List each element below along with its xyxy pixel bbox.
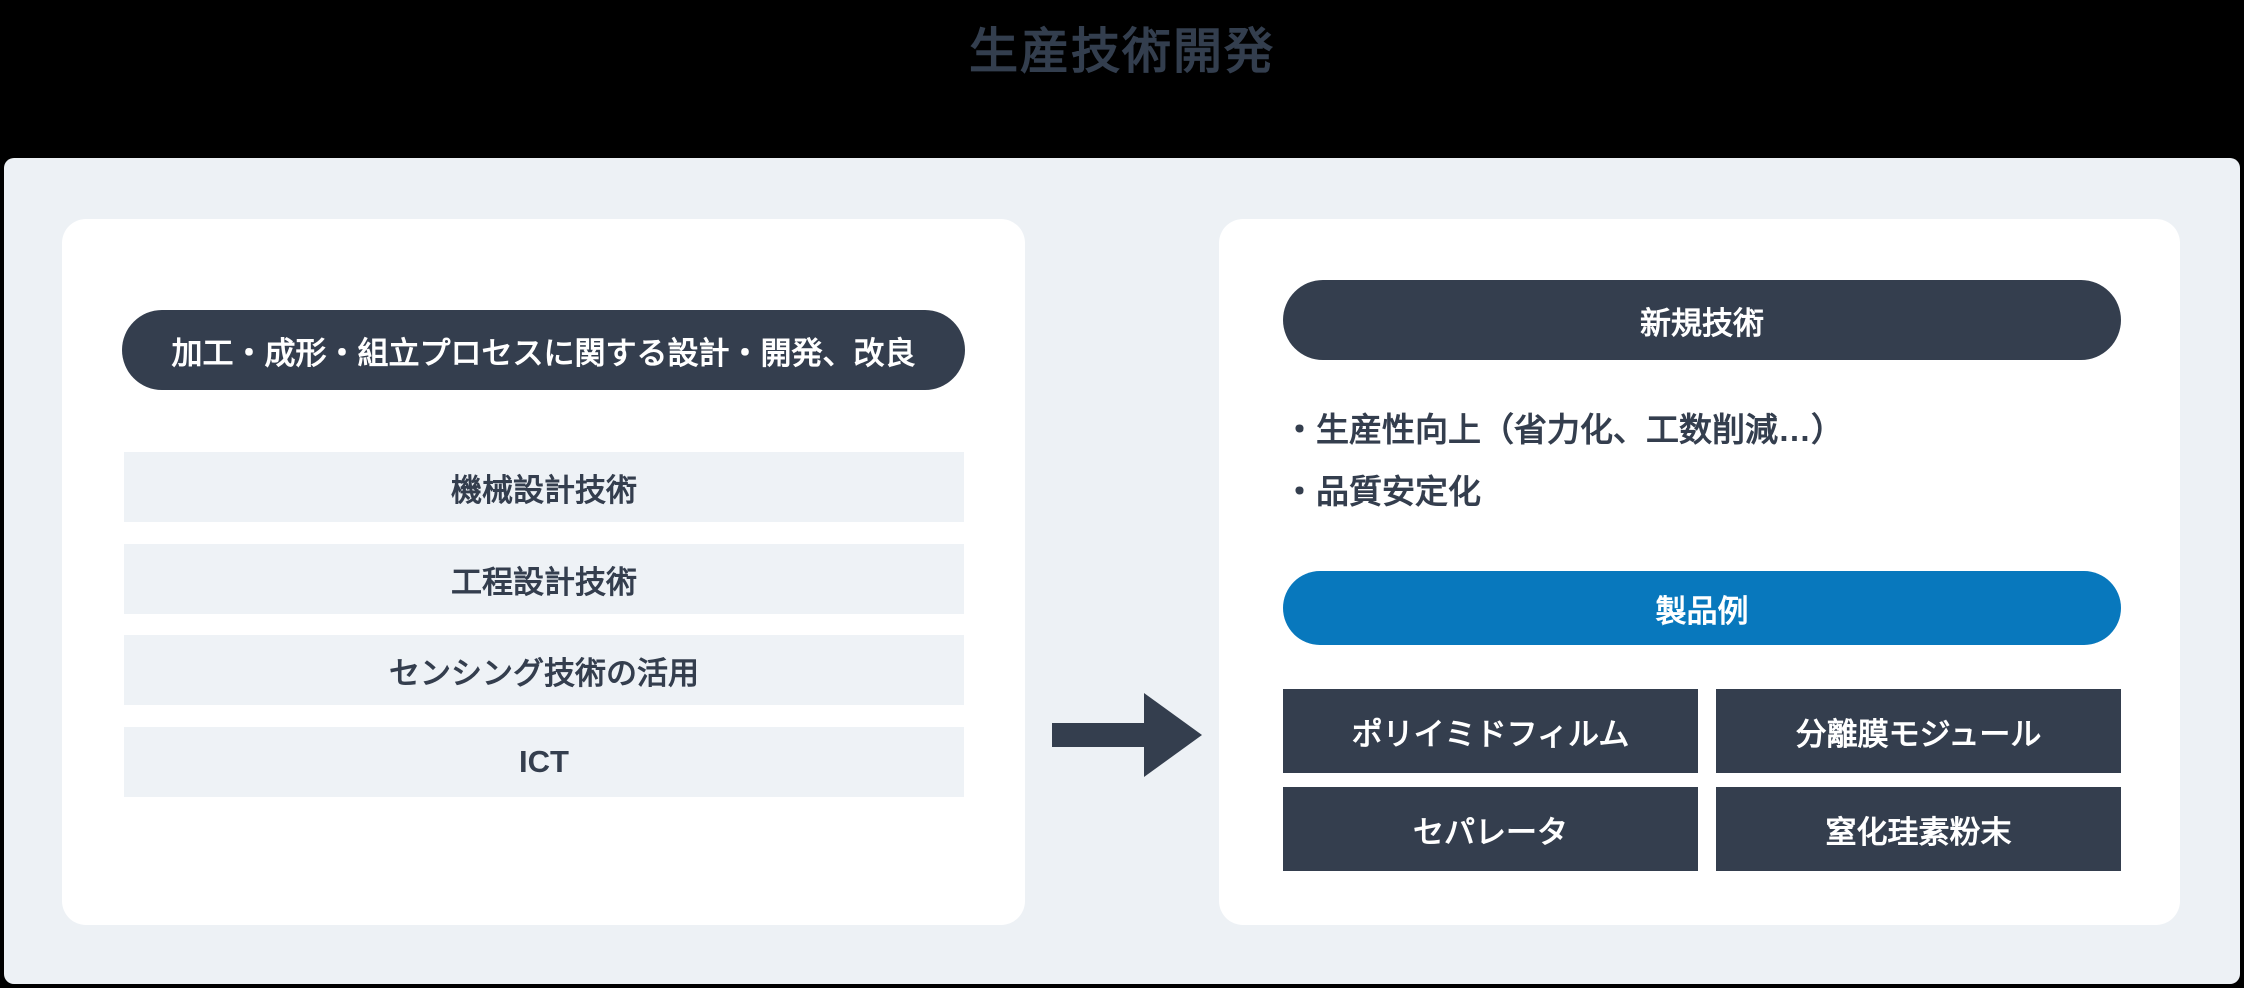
process-header-label: 加工・成形・組立プロセスに関する設計・開発、改良 xyxy=(171,335,916,371)
product-box: 分離膜モジュール xyxy=(1716,689,2121,773)
right-arrow-icon xyxy=(1044,693,1204,777)
product-label: 分離膜モジュール xyxy=(1795,716,2042,752)
page-title: 生産技術開発 xyxy=(968,25,1275,79)
product-box: 窒化珪素粉末 xyxy=(1716,787,2121,871)
content-panel: 加工・成形・組立プロセスに関する設計・開発、改良 機械設計技術 工程設計技術 セ… xyxy=(4,158,2240,984)
title-band: 生産技術開発 xyxy=(0,0,2244,158)
new-tech-card: 新規技術 ・生産性向上（省力化、工数削減…） ・品質安定化 製品例 ポリイミドフ… xyxy=(1219,219,2180,925)
product-label: ポリイミドフィルム xyxy=(1351,716,1630,752)
process-item-row: センシング技術の活用 xyxy=(124,635,964,705)
process-item-row: ICT xyxy=(124,727,964,797)
new-tech-header-pill: 新規技術 xyxy=(1283,280,2121,360)
process-item-row: 工程設計技術 xyxy=(124,544,964,614)
process-item-label: ICT xyxy=(519,744,569,779)
process-card: 加工・成形・組立プロセスに関する設計・開発、改良 機械設計技術 工程設計技術 セ… xyxy=(62,219,1025,925)
process-item-row: 機械設計技術 xyxy=(124,452,964,522)
product-examples-pill: 製品例 xyxy=(1283,571,2121,645)
product-box: ポリイミドフィルム xyxy=(1283,689,1698,773)
product-box: セパレータ xyxy=(1283,787,1698,871)
product-label: 窒化珪素粉末 xyxy=(1825,814,2012,850)
process-item-label: 工程設計技術 xyxy=(451,564,637,600)
process-item-label: 機械設計技術 xyxy=(451,472,637,508)
product-examples-label: 製品例 xyxy=(1655,593,1749,629)
benefit-bullet: ・品質安定化 xyxy=(1283,473,1481,510)
benefit-bullet-list: ・生産性向上（省力化、工数削減…） ・品質安定化 xyxy=(1283,399,2103,523)
process-header-pill: 加工・成形・組立プロセスに関する設計・開発、改良 xyxy=(122,310,965,390)
product-label: セパレータ xyxy=(1413,814,1568,850)
new-tech-header-label: 新規技術 xyxy=(1640,305,1764,341)
benefit-bullet: ・生産性向上（省力化、工数削減…） xyxy=(1283,411,1844,448)
process-item-label: センシング技術の活用 xyxy=(389,655,699,691)
